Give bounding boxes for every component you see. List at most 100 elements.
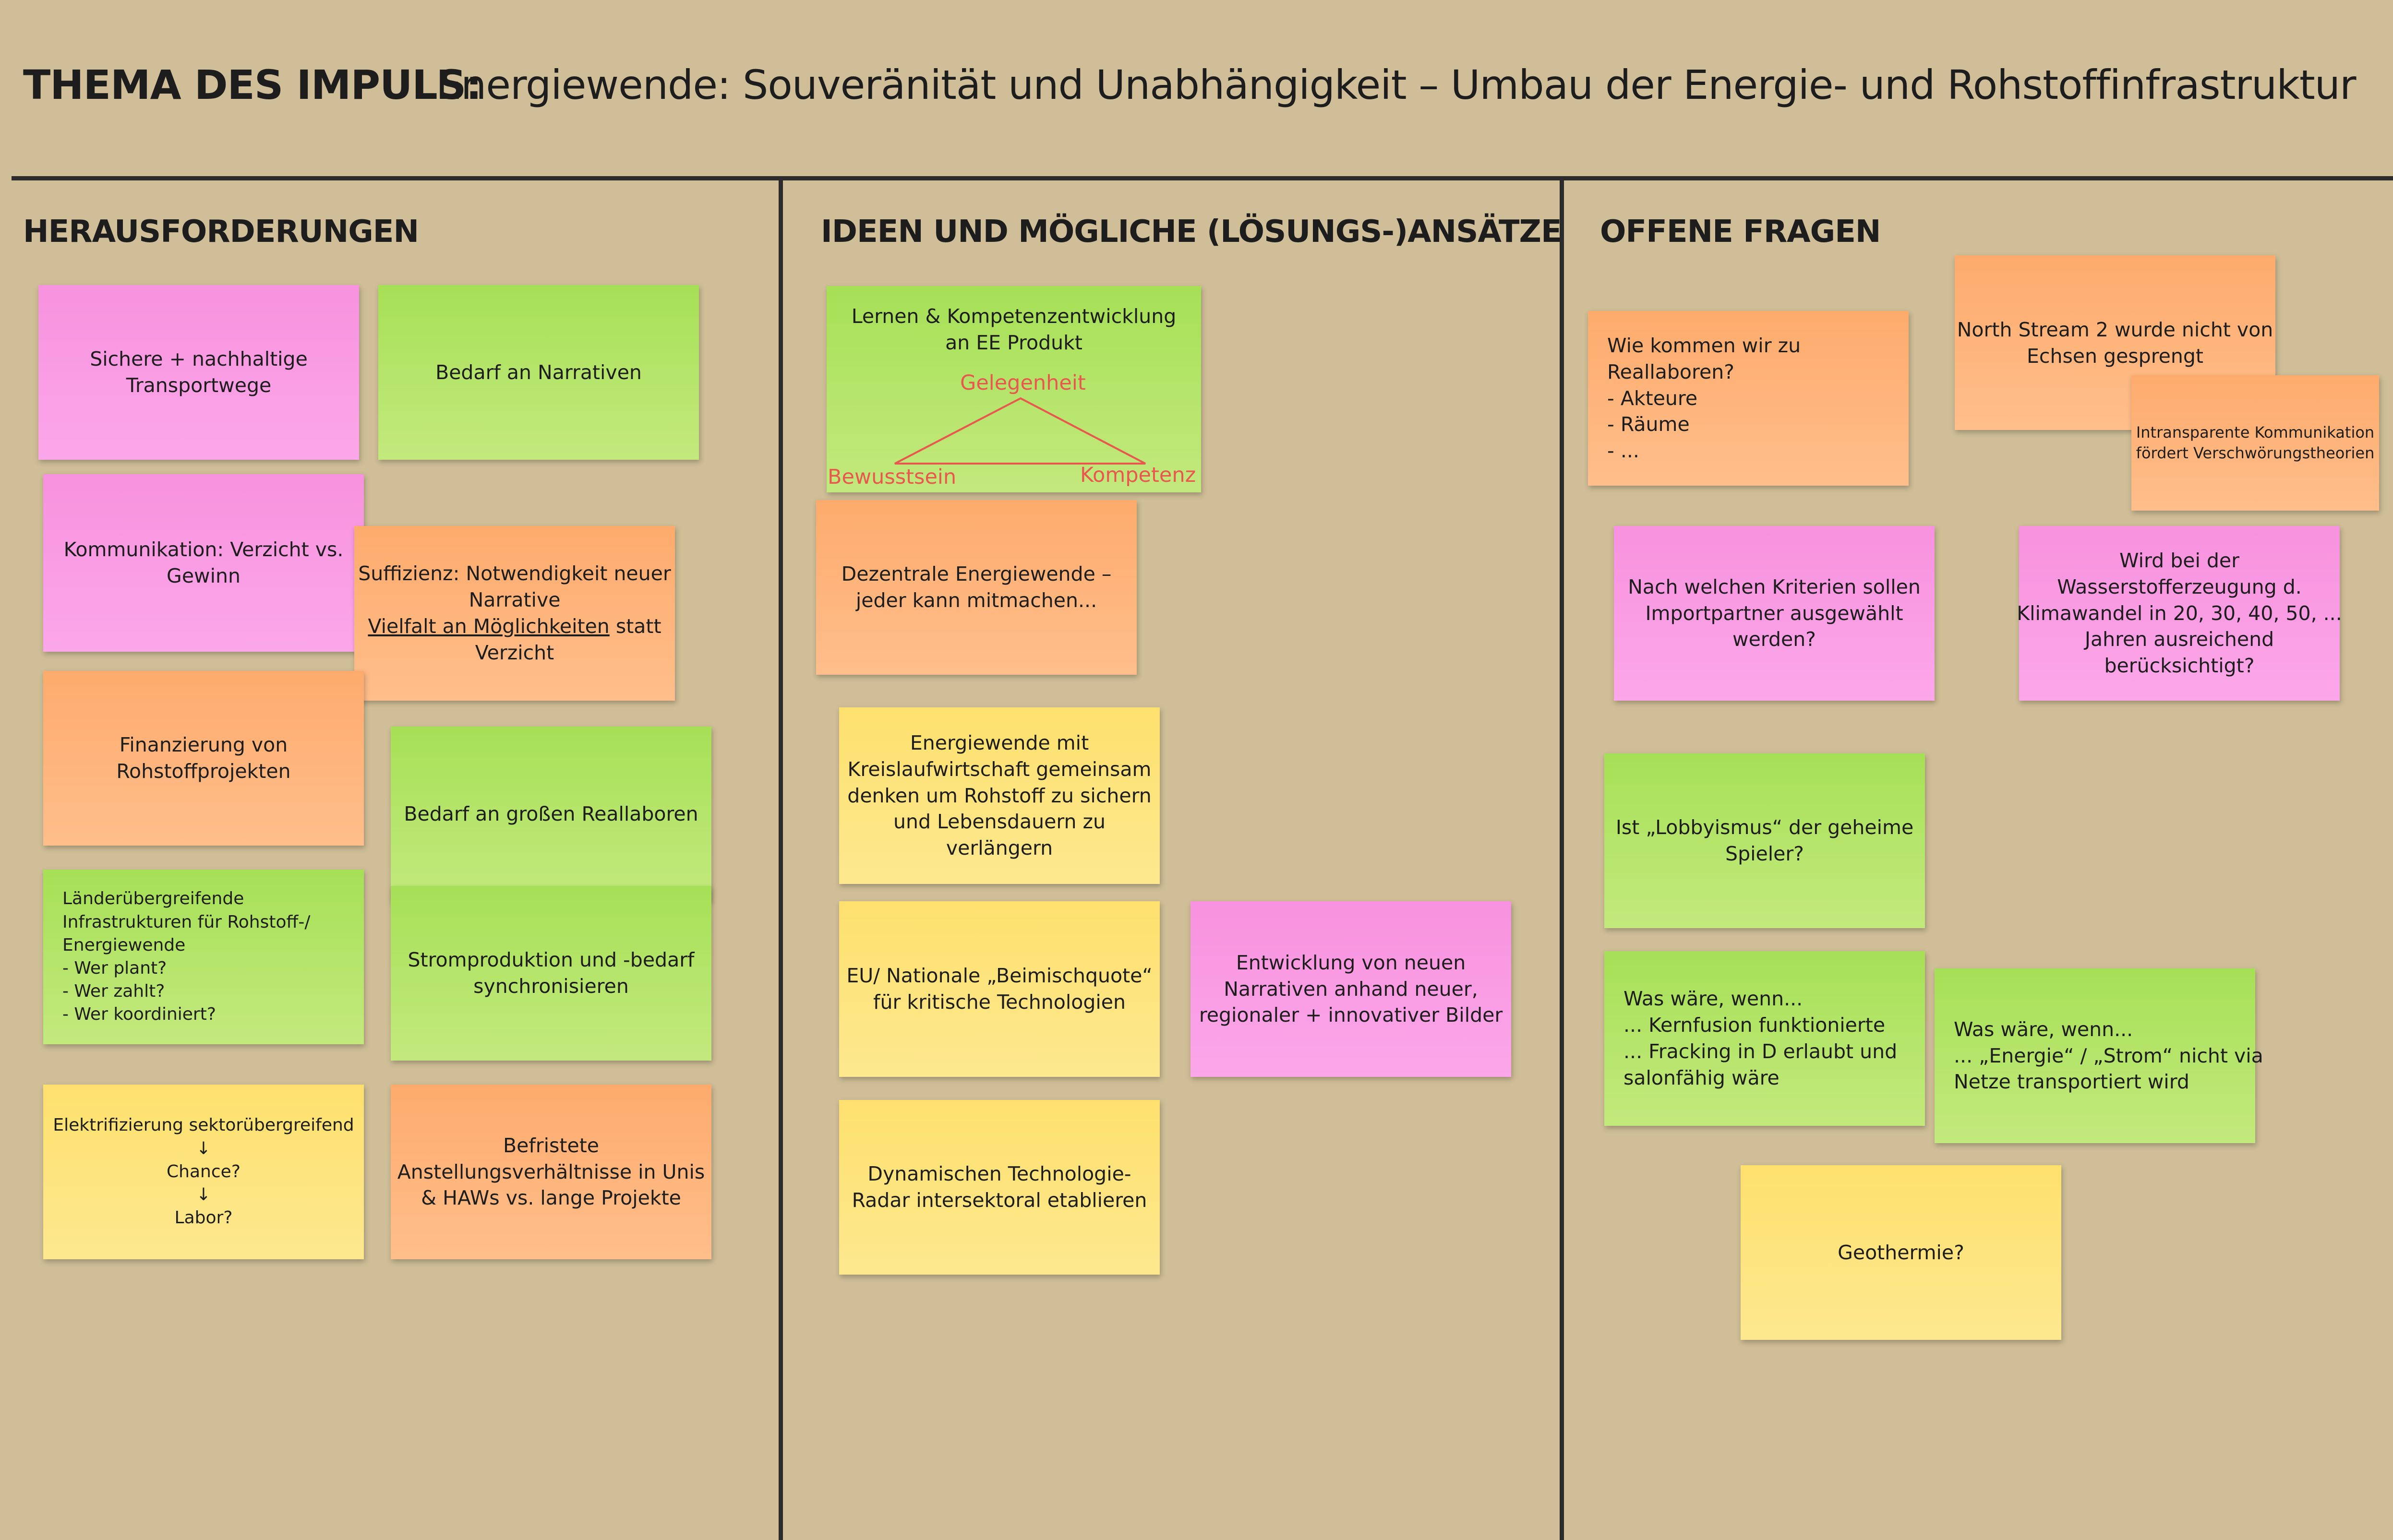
note-text: Dezentrale Energiewende – [841,562,1112,586]
note-text: Kreislaufwirtschaft gemeinsam [847,757,1152,781]
sticky-note-lobbyism[interactable]: Ist „Lobbyismus“ der geheime Spieler? [1604,753,1925,928]
note-text: Narrative [469,588,561,612]
note-text: Spieler? [1725,842,1804,865]
arrow-down-icon: ↓ [196,1185,211,1205]
note-text: Lernen & Kompetenzentwicklung [851,305,1177,328]
sticky-note-real-labs-question[interactable]: Wie kommen wir zu Reallaboren? - Akteure… [1588,311,1909,486]
note-text: Finanzierung von [119,733,288,757]
note-text: an EE Produkt [945,331,1082,354]
note-text: Nach welchen Kriterien sollen [1628,575,1921,598]
sticky-note-fixed-term[interactable]: Befristete Anstellungsverhältnisse in Un… [391,1085,711,1259]
note-text: Ist „Lobbyismus“ der geheime [1615,816,1914,839]
sticky-note-financing[interactable]: Finanzierung von Rohstoffprojekten [43,671,364,846]
note-text: Sichere + nachhaltige [90,347,308,371]
note-text: Netze transportiert wird [1954,1070,2189,1094]
note-text: Suffizienz: Notwendigkeit neuer [358,562,671,585]
note-text: Vielfalt an Möglichkeiten statt [368,613,661,640]
note-text: ... Kernfusion funktionierte [1623,1014,1886,1037]
note-text: Jahren ausreichend [2084,628,2274,651]
note-text: Geothermie? [1838,1241,1964,1264]
sticky-note-decentral[interactable]: Dezentrale Energiewende – jeder kann mit… [816,500,1137,675]
column-divider-1 [779,178,783,1540]
sticky-note-tech-radar[interactable]: Dynamischen Technologie- Radar intersekt… [839,1100,1160,1275]
note-text: Kommunikation: Verzicht vs. [63,538,344,561]
sticky-note-narratives[interactable]: Bedarf an Narrativen [378,285,699,460]
note-text: Narrativen anhand neuer, [1224,977,1478,1001]
column-divider-2 [1560,178,1564,1540]
sticky-note-electrification[interactable]: Elektrifizierung sektorübergreifend ↓ Ch… [43,1085,364,1259]
column-heading-questions: OFFENE FRAGEN [1600,214,1881,250]
sticky-note-transport[interactable]: Sichere + nachhaltige Transportwege [38,285,359,460]
note-text: Stromproduktion und -bedarf [408,948,695,972]
sticky-note-infrastructure[interactable]: Länderübergreifende Infrastrukturen für … [43,870,364,1044]
topic-label: THEMA DES IMPULS: [23,61,482,108]
note-text: - Akteure [1607,386,1698,410]
note-text: Elektrifizierung sektorübergreifend [53,1115,354,1135]
note-text: regionaler + innovativer Bilder [1199,1003,1503,1027]
sticky-note-real-labs[interactable]: Bedarf an großen Reallaboren [391,727,711,901]
note-text: synchronisieren [473,975,629,998]
note-text: Chance? [167,1161,241,1182]
note-text: Bedarf an Narrativen [435,360,642,384]
note-text: Gewinn [167,564,241,587]
note-text: verlängern [946,836,1053,860]
note-text: Intransparente Kommunikation [2136,423,2375,442]
column-heading-ideas: IDEEN UND MÖGLICHE (LÖSUNGS-)ANSÄTZE [821,214,1562,250]
note-text: ... Fracking in D erlaubt und [1623,1040,1898,1063]
note-text: für kritische Technologien [873,991,1126,1014]
triangle-label-opportunity: Gelegenheit [960,371,1086,395]
note-text: Verzicht [475,641,554,664]
header-divider [12,176,2393,180]
note-text: Radar intersektoral etablieren [852,1189,1147,1212]
note-text: jeder kann mitmachen... [855,589,1097,612]
note-text: und Lebensdauern zu [893,810,1106,834]
sticky-note-what-if-grid[interactable]: Was wäre, wenn... ... „Energie“ / „Strom… [1935,968,2263,1143]
note-text: - Wer koordiniert? [62,1004,216,1025]
note-text: & HAWs vs. lange Projekte [421,1186,681,1210]
topic-title: Energiewende: Souveränität und Unabhängi… [436,61,2357,108]
sticky-note-learning[interactable]: Lernen & Kompetenzentwicklung an EE Prod… [827,286,1201,492]
note-text: salonfähig wäre [1623,1066,1780,1089]
sticky-note-communication-conspiracy[interactable]: Intransparente Kommunikation fördert Ver… [2131,375,2379,511]
note-text: - Räume [1607,413,1690,436]
note-text: Importpartner ausgewählt [1645,601,1903,625]
note-text: Was wäre, wenn... [1623,987,1803,1011]
sticky-note-new-narratives[interactable]: Entwicklung von neuen Narrativen anhand … [1190,901,1511,1077]
sticky-note-sufficiency[interactable]: Suffizienz: Notwendigkeit neuer Narrativ… [354,526,675,701]
note-text: werden? [1732,628,1816,651]
note-text: Wasserstofferzeugung d. [2057,575,2302,598]
note-text: Energiewende mit [910,731,1089,754]
note-text: Echsen gesprengt [2027,344,2203,368]
note-text: Bedarf an großen Reallaboren [404,802,698,825]
sticky-note-hydrogen-climate[interactable]: Wird bei der Wasserstofferzeugung d. Kli… [2017,526,2342,701]
note-text: Wird bei der [2119,549,2239,572]
note-text: Länderübergreifende [62,889,244,909]
underlined-text: Vielfalt an Möglichkeiten [368,615,610,638]
triangle-label-awareness: Bewusstsein [828,465,957,489]
sticky-note-circular-economy[interactable]: Energiewende mit Kreislaufwirtschaft gem… [839,707,1160,884]
note-text: Energiewende [62,935,186,955]
note-text: EU/ Nationale „Beimischquote“ [846,964,1153,988]
note-text: Dynamischen Technologie- [867,1162,1131,1186]
note-text: - Wer zahlt? [62,981,165,1002]
sticky-note-quota[interactable]: EU/ Nationale „Beimischquote“ für kritis… [839,901,1160,1077]
note-text: Entwicklung von neuen [1236,951,1466,974]
note-text: - Wer plant? [62,958,167,978]
note-text: fördert Verschwörungstheorien [2136,444,2375,462]
sticky-note-communication[interactable]: Kommunikation: Verzicht vs. Gewinn [43,474,364,652]
note-text: North Stream 2 wurde nicht von [1957,318,2273,341]
note-text: ... „Energie“ / „Strom“ nicht via [1954,1044,2263,1067]
sticky-note-import-partners[interactable]: Nach welchen Kriterien sollen Importpart… [1614,526,1935,701]
note-text: Befristete [503,1134,599,1157]
note-text: Wie kommen wir zu [1607,334,1801,357]
note-text: - ... [1607,439,1639,463]
arrow-down-icon: ↓ [196,1138,211,1158]
sticky-note-geothermal[interactable]: Geothermie? [1741,1165,2061,1340]
note-text: berücksichtigt? [2104,654,2255,678]
sticky-note-power-sync[interactable]: Stromproduktion und -bedarf synchronisie… [391,886,711,1061]
note-text: Infrastrukturen für Rohstoff-/ [62,912,311,932]
sticky-note-what-if-fusion[interactable]: Was wäre, wenn... ... Kernfusion funktio… [1604,951,1925,1126]
note-text: Anstellungsverhältnisse in Unis [397,1160,705,1183]
triangle-diagram [894,397,1146,465]
note-text: statt [609,615,661,638]
